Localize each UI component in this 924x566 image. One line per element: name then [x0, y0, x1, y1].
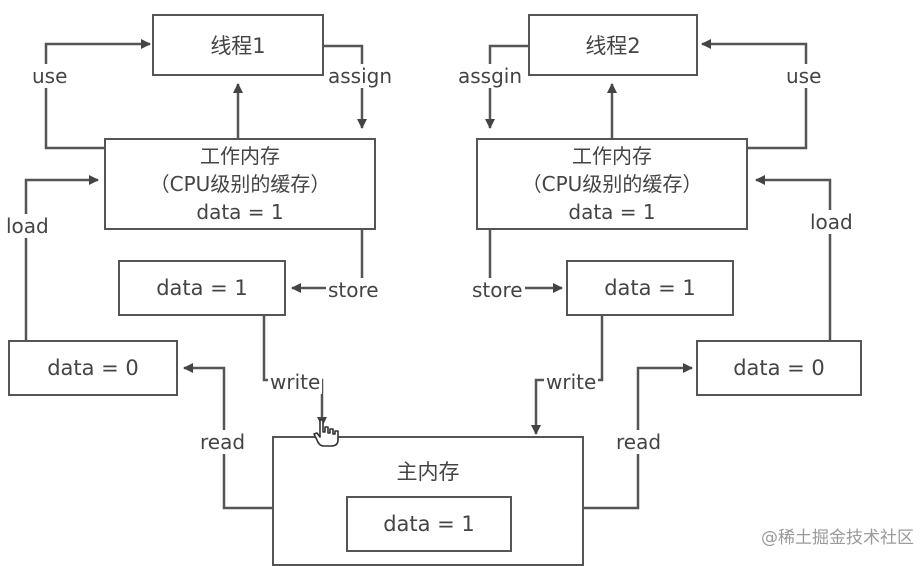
thread2-box: 线程2 — [528, 14, 698, 76]
label-write-right: write — [544, 370, 599, 394]
load-box-left-value: data = 0 — [47, 356, 139, 380]
store-box-left: data = 1 — [118, 260, 286, 316]
work-memory-left-subtitle: （CPU级别的缓存） — [149, 172, 331, 196]
load-box-right-value: data = 0 — [733, 356, 825, 380]
work-memory-right: 工作内存 （CPU级别的缓存） data = 1 — [476, 138, 748, 230]
label-read-right: read — [614, 430, 664, 454]
store-box-left-value: data = 1 — [156, 276, 248, 300]
thread1-title: 线程1 — [210, 34, 266, 58]
label-read-left: read — [198, 430, 248, 454]
work-memory-left: 工作内存 （CPU级别的缓存） data = 1 — [104, 138, 376, 230]
store-box-right-value: data = 1 — [604, 276, 696, 300]
hand-pointer-cursor-icon — [313, 419, 339, 447]
work-memory-right-title: 工作内存 — [572, 144, 652, 168]
thread1-box: 线程1 — [152, 14, 324, 76]
label-write-left: write — [268, 370, 323, 394]
store-box-right: data = 1 — [566, 260, 734, 316]
work-memory-right-subtitle: （CPU级别的缓存） — [521, 172, 703, 196]
label-assgin-right: assgin — [456, 64, 525, 88]
main-memory-title: 主内存 — [396, 460, 460, 484]
work-memory-left-title: 工作内存 — [200, 144, 280, 168]
work-memory-right-data: data = 1 — [568, 200, 656, 224]
label-assign-left: assign — [326, 64, 395, 88]
label-load-left: load — [4, 214, 51, 238]
load-box-left: data = 0 — [8, 340, 178, 396]
label-store-right: store — [470, 278, 525, 302]
label-store-left: store — [326, 278, 381, 302]
watermark: @稀土掘金技术社区 — [761, 528, 914, 548]
label-use-right: use — [784, 64, 824, 88]
main-memory-data-box: data = 1 — [346, 496, 512, 552]
thread2-title: 线程2 — [585, 34, 641, 58]
load-box-right: data = 0 — [696, 340, 862, 396]
main-memory-data: data = 1 — [383, 512, 475, 536]
label-load-right: load — [808, 210, 855, 234]
work-memory-left-data: data = 1 — [196, 200, 284, 224]
label-use-left: use — [30, 64, 70, 88]
